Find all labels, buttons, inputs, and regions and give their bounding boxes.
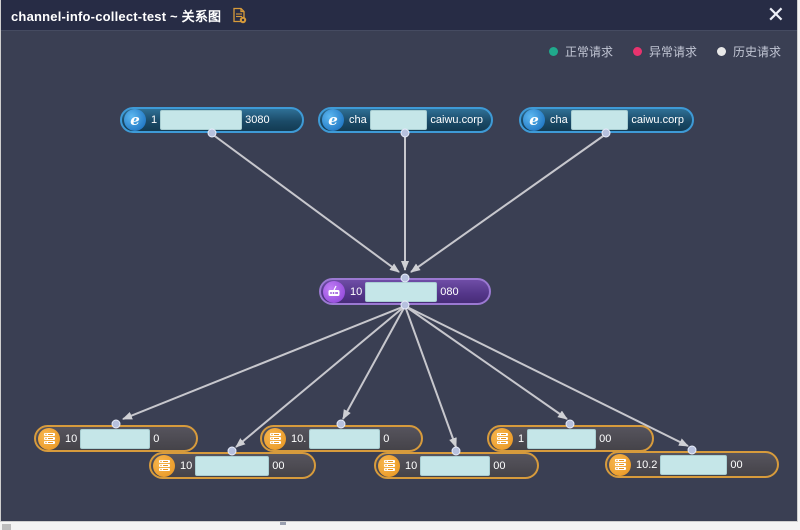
node-label-prefix: cha xyxy=(550,114,568,126)
edge-line xyxy=(122,305,406,420)
document-badge-icon[interactable] xyxy=(231,7,247,24)
redacted-text xyxy=(309,428,381,449)
redacted-text xyxy=(570,110,629,130)
database-server-icon xyxy=(609,453,631,476)
edge-line xyxy=(410,133,607,273)
graph-node-browser-3[interactable]: e cha caiwu.corp xyxy=(519,107,694,133)
node-label-prefix: 10.2 xyxy=(636,458,658,471)
legend: 正常请求 异常请求 历史请求 xyxy=(548,43,781,60)
page-scrollbar-thumb[interactable] xyxy=(2,524,11,530)
redacted-text xyxy=(527,428,597,449)
database-server-icon xyxy=(491,427,513,450)
node-label-suffix: caiwu.corp xyxy=(430,114,483,126)
redacted-text xyxy=(369,110,428,130)
legend-label: 历史请求 xyxy=(732,45,781,59)
node-label-prefix: 10 xyxy=(180,459,193,472)
close-icon[interactable]: ✕ xyxy=(766,2,785,27)
router-server-icon xyxy=(323,280,345,303)
legend-item-history[interactable]: 历史请求 xyxy=(716,43,781,60)
node-label-suffix: 00 xyxy=(493,459,506,472)
ie-browser-icon: e xyxy=(322,109,344,131)
database-server-icon xyxy=(38,427,60,450)
page-scrollbar-tick xyxy=(280,522,286,525)
node-label-prefix: 10. xyxy=(291,432,307,445)
node-label-suffix: 00 xyxy=(272,459,285,472)
redacted-text xyxy=(195,455,270,476)
redacted-text xyxy=(365,281,438,302)
node-label-suffix: 00 xyxy=(599,432,612,445)
modal-titlebar: channel-info-collect-test ~ 关系图 ✕ xyxy=(1,0,797,31)
legend-label: 正常请求 xyxy=(564,45,613,59)
node-label-suffix: 0 xyxy=(153,432,160,445)
graph-node-db-4[interactable]: 10 00 xyxy=(374,452,539,479)
node-label-prefix: 1 xyxy=(518,432,525,445)
node-label-prefix: 10 xyxy=(350,285,363,298)
database-server-icon xyxy=(264,427,286,450)
graph-node-db-3[interactable]: 10. 0 xyxy=(260,425,423,452)
redacted-text xyxy=(420,455,491,476)
graph-node-browser-2[interactable]: e cha caiwu.corp xyxy=(318,107,493,133)
relation-graph-modal: channel-info-collect-test ~ 关系图 ✕ 正常请求 异… xyxy=(1,0,797,521)
modal-title: channel-info-collect-test ~ 关系图 xyxy=(11,8,222,24)
node-label-prefix: 10 xyxy=(65,432,78,445)
graph-node-browser-1[interactable]: e 1 3080 xyxy=(120,107,304,133)
graph-node-db-1[interactable]: 10 0 xyxy=(34,425,198,452)
redacted-text xyxy=(660,454,728,475)
history-request-dot xyxy=(716,47,726,56)
node-label-suffix: 3080 xyxy=(245,114,270,126)
graph-node-db-5[interactable]: 1 00 xyxy=(487,425,654,452)
node-label-suffix: caiwu.corp xyxy=(631,114,684,126)
graph-node-db-6[interactable]: 10.2 00 xyxy=(605,451,779,478)
normal-request-dot xyxy=(548,47,558,56)
graph-node-server[interactable]: 10 080 xyxy=(319,278,491,305)
legend-item-abnormal[interactable]: 异常请求 xyxy=(632,43,697,60)
abnormal-request-dot xyxy=(632,47,642,56)
ie-browser-icon: e xyxy=(124,109,146,131)
edge-line xyxy=(404,305,568,420)
edge-line xyxy=(211,133,400,273)
node-label-prefix: 10 xyxy=(405,459,418,472)
graph-node-db-2[interactable]: 10 00 xyxy=(149,452,316,479)
legend-item-normal[interactable]: 正常请求 xyxy=(548,43,613,60)
edge-line xyxy=(342,305,406,420)
node-label-suffix: 080 xyxy=(440,285,459,298)
node-label-suffix: 00 xyxy=(730,458,743,471)
node-label-suffix: 0 xyxy=(383,432,390,445)
ie-browser-icon: e xyxy=(523,109,545,131)
node-label-prefix: cha xyxy=(349,114,367,126)
redacted-text xyxy=(80,428,151,449)
legend-label: 异常请求 xyxy=(648,45,697,59)
node-label-prefix: 1 xyxy=(151,114,158,126)
redacted-text xyxy=(160,110,243,130)
graph-canvas[interactable]: 正常请求 异常请求 历史请求 e 1 3080 e cha caiwu.corp xyxy=(1,31,797,521)
database-server-icon xyxy=(378,454,400,477)
database-server-icon xyxy=(153,454,175,477)
